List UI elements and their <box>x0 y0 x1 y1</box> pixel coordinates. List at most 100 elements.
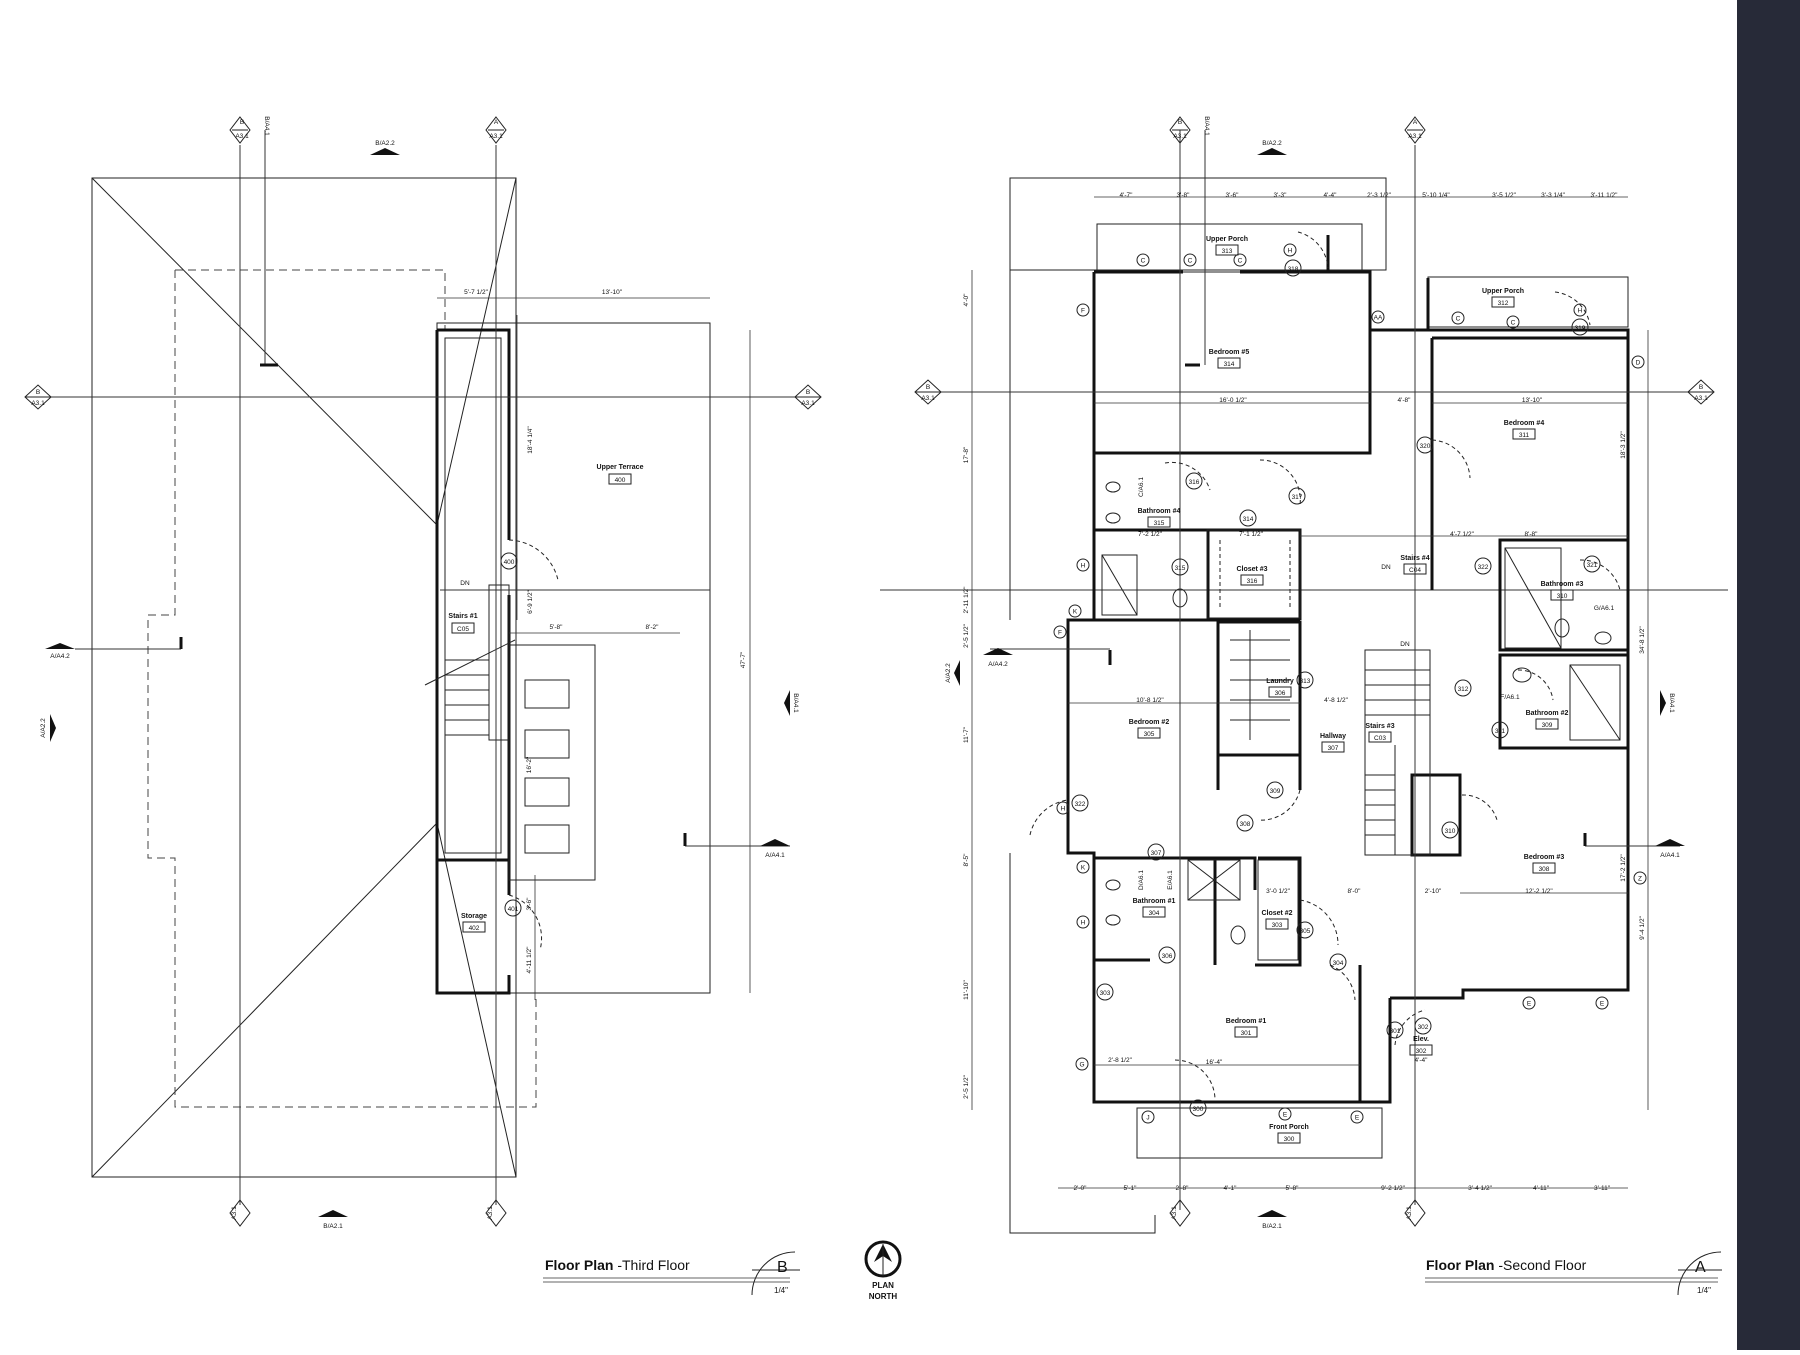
door-tag-number: 309 <box>1270 788 1281 795</box>
interior-wall <box>1358 965 1392 1102</box>
svg-text:A3.1: A3.1 <box>1694 395 1708 402</box>
planter-box <box>524 679 570 709</box>
grid-tag-label: J <box>1146 1115 1149 1122</box>
svg-text:B/A2.1: B/A2.1 <box>1262 1223 1282 1230</box>
footprint-dashed <box>147 270 537 1108</box>
svg-text:B/A2.1: B/A2.1 <box>323 1223 343 1230</box>
interior-wall <box>1094 528 1302 622</box>
room-number: 400 <box>615 477 626 484</box>
svg-text:A3.1: A3.1 <box>489 133 503 140</box>
svg-text:4'-11 1/2": 4'-11 1/2" <box>526 946 533 974</box>
door-tag <box>1329 953 1347 971</box>
stair-rail <box>488 584 510 741</box>
grid-tag <box>1053 625 1067 639</box>
door-tag <box>500 552 518 570</box>
svg-text:Bedroom #1: Bedroom #1 <box>1226 1018 1267 1025</box>
svg-text:B/A4.1: B/A4.1 <box>1668 693 1675 713</box>
door-tag <box>1189 1099 1207 1117</box>
grid-tag <box>1506 315 1520 329</box>
svg-text:314: 314 <box>1224 361 1235 368</box>
svg-text:3'-3": 3'-3" <box>1274 192 1288 199</box>
svg-text:B: B <box>926 384 930 391</box>
section-marker: AA3.1 <box>1404 116 1426 144</box>
svg-text:312: 312 <box>1498 300 1509 307</box>
stair-treads <box>1365 669 1430 855</box>
svg-text:Front Porch: Front Porch <box>1269 1124 1309 1131</box>
svg-text:17'-2 1/2": 17'-2 1/2" <box>1620 854 1627 882</box>
svg-text:305: 305 <box>1144 731 1155 738</box>
grid-tag-label: C <box>1141 258 1146 265</box>
grid-tag-label: D <box>1636 360 1641 367</box>
grid-tag-label: E <box>1600 1001 1605 1008</box>
svg-text:B/A4.1: B/A4.1 <box>1203 116 1210 136</box>
section-marker: A A3.1 <box>485 116 507 144</box>
grid-tag <box>1076 558 1090 572</box>
section-marker: A3.1 <box>1169 1199 1191 1227</box>
door-tag-number: 322 <box>1075 801 1086 808</box>
svg-text:Bathroom #1: Bathroom #1 <box>1133 898 1176 905</box>
svg-text:A/A2.2: A/A2.2 <box>40 718 47 738</box>
grid-tag-label: C <box>1188 258 1193 265</box>
bathroom-wall <box>1498 538 1630 652</box>
exterior-wall <box>1066 272 1392 1104</box>
svg-text:16'-4": 16'-4" <box>1206 1059 1223 1066</box>
door-tag <box>1571 318 1589 336</box>
svg-text:4'-4": 4'-4" <box>1415 1057 1429 1064</box>
wall <box>437 328 511 540</box>
svg-text:309: 309 <box>1542 722 1553 729</box>
svg-text:B: B <box>36 389 40 396</box>
door-tag <box>1096 983 1114 1001</box>
door-tag <box>1171 558 1189 576</box>
grid-tag <box>1141 1110 1155 1124</box>
svg-text:3'-3 1/4": 3'-3 1/4" <box>1541 192 1565 199</box>
svg-text:2'-8": 2'-8" <box>1176 1185 1190 1192</box>
svg-text:Bedroom #2: Bedroom #2 <box>1129 719 1170 726</box>
second-floor-scale: 1/4" <box>1697 1286 1711 1295</box>
title-rest: -Second Floor <box>1494 1257 1587 1273</box>
bath-fixtures <box>1101 481 1621 945</box>
room-number: 402 <box>469 925 480 932</box>
exterior-wall <box>1094 235 1372 330</box>
svg-text:300: 300 <box>1284 1136 1295 1143</box>
door-tag <box>1583 555 1601 573</box>
section-marker: A3.1 <box>485 1199 507 1227</box>
second-floor-detail-letter: A <box>1695 1259 1706 1276</box>
svg-text:Closet #3: Closet #3 <box>1236 566 1267 573</box>
svg-text:2'-10": 2'-10" <box>1425 888 1442 895</box>
svg-text:4'-11": 4'-11" <box>1533 1185 1550 1192</box>
svg-text:5'-1": 5'-1" <box>1124 1185 1138 1192</box>
grid-tag <box>1056 801 1070 815</box>
svg-text:8'-5": 8'-5" <box>963 853 970 867</box>
grid-tag-label: K <box>1081 865 1086 872</box>
svg-text:3'-11": 3'-11" <box>1594 1185 1611 1192</box>
svg-text:A/A4.1: A/A4.1 <box>765 852 785 859</box>
door-tag-number: 307 <box>1151 850 1162 857</box>
svg-text:DN: DN <box>1381 564 1391 571</box>
svg-text:Bedroom #3: Bedroom #3 <box>1524 854 1565 861</box>
third-floor-section-markers: B A3.1 B/A4.1 A A3.1 B/A2.2 BA3.1 BA3.1 … <box>24 116 822 1230</box>
second-floor-title: Floor Plan -Second Floor <box>1426 1257 1586 1273</box>
svg-text:47'-7": 47'-7" <box>740 651 747 668</box>
svg-text:3'-11 1/2": 3'-11 1/2" <box>1591 192 1619 199</box>
stair-shaft <box>444 337 502 854</box>
grid-tag-label: E <box>1355 1115 1360 1122</box>
room-bedroom-2: Bedroom #2 305 <box>1129 719 1170 739</box>
svg-text:5'-8": 5'-8" <box>1286 1185 1300 1192</box>
svg-text:B/A4.1: B/A4.1 <box>792 693 799 713</box>
svg-text:A3.1: A3.1 <box>921 395 935 402</box>
svg-text:B/A4.1: B/A4.1 <box>263 116 270 136</box>
svg-text:4'-7": 4'-7" <box>1120 192 1134 199</box>
svg-text:A3.1: A3.1 <box>487 1206 494 1220</box>
svg-text:A3.1: A3.1 <box>235 133 249 140</box>
svg-text:C03: C03 <box>1374 735 1386 742</box>
svg-text:C04: C04 <box>1409 567 1421 574</box>
grid-tag <box>1595 996 1609 1010</box>
svg-text:A/A4.2: A/A4.2 <box>50 653 70 660</box>
svg-text:A3.1: A3.1 <box>31 400 45 407</box>
grid-tag <box>1233 253 1247 267</box>
